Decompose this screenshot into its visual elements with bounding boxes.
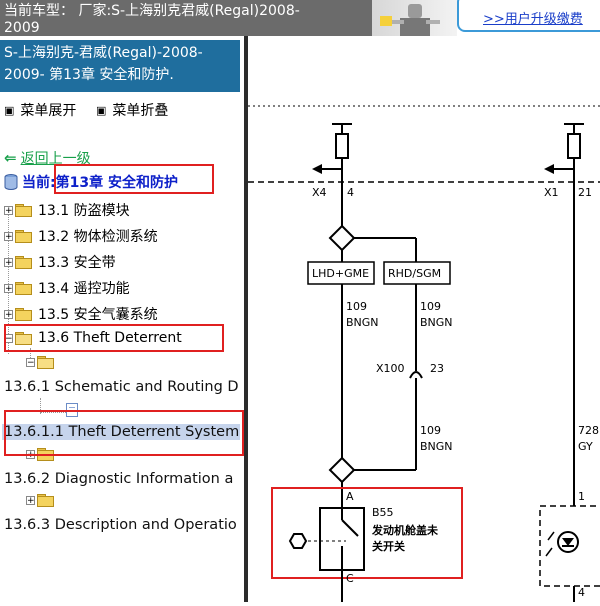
current-chapter: 第13章 安全和防护 xyxy=(55,175,178,191)
tree-item-13-3[interactable]: + 13.3 安全带 xyxy=(4,252,116,272)
panel-splitter[interactable] xyxy=(244,36,248,602)
menu-collapse-icon: ▣ xyxy=(96,103,107,117)
tree-item-label: 13.5 安全气囊系统 xyxy=(38,307,158,323)
pin-c: C xyxy=(346,572,354,585)
connector-x100: X100 xyxy=(376,362,405,375)
connector-x4: X4 xyxy=(312,186,327,199)
chapter-title: S-上海别克-君威(Regal)-2008- 2009- 第13章 安全和防护. xyxy=(0,40,240,92)
tree-item-13-6-2[interactable]: 13.6.2 Diagnostic Information a xyxy=(4,471,234,487)
back-link[interactable]: ⇐ 返回上一级 xyxy=(4,148,91,168)
expand-plus-icon[interactable]: + xyxy=(26,450,35,460)
subtree-folder-row[interactable]: + xyxy=(26,448,60,461)
tree-item-label: 13.3 安全带 xyxy=(38,255,116,271)
open-folder-icon xyxy=(37,356,54,369)
tree-item-13-2[interactable]: + 13.2 物体检测系统 xyxy=(4,226,158,246)
expand-plus-icon[interactable]: + xyxy=(4,205,13,216)
tree-item-13-5[interactable]: + 13.5 安全气囊系统 xyxy=(4,304,158,324)
back-arrow-icon: ⇐ xyxy=(4,149,17,167)
tree-line xyxy=(8,208,9,354)
pin-1: 1 xyxy=(578,490,585,503)
open-folder-icon xyxy=(15,331,32,345)
tree-line xyxy=(40,412,66,413)
tree-item-13-4[interactable]: + 13.4 遥控功能 xyxy=(4,278,130,298)
tree-item-label: 13.6 Theft Deterrent xyxy=(38,330,182,346)
menu-expand-label: 菜单展开 xyxy=(20,103,77,119)
menu-expand-icon: ▣ xyxy=(4,103,15,117)
wiring-schematic: X4 4 X1 21 LHD+GME RHD/SGM 109 BNGN 109 … xyxy=(248,105,600,602)
wire-b-number: 109 xyxy=(420,300,441,313)
wire-c-color: BNGN xyxy=(420,440,453,453)
folder-icon xyxy=(15,281,32,295)
pin-a: A xyxy=(346,490,354,503)
expand-plus-icon[interactable]: + xyxy=(4,257,13,268)
tree-item-13-6[interactable]: − 13.6 Theft Deterrent xyxy=(4,330,182,346)
pin-21: 21 xyxy=(578,186,592,199)
option-rhd: RHD/SGM xyxy=(388,267,441,280)
vehicle-model-header: 当前车型： 厂家:S-上海别克君威(Regal)2008- 2009 xyxy=(0,0,372,36)
chapter-title-line1: S-上海别克-君威(Regal)-2008- xyxy=(4,45,203,61)
document-icon xyxy=(66,402,78,421)
menu-collapse-button[interactable]: ▣ 菜单折叠 xyxy=(96,100,168,120)
wire-a-number: 109 xyxy=(346,300,367,313)
option-lhd: LHD+GME xyxy=(312,267,369,280)
pin-4: 4 xyxy=(347,186,354,199)
subtree-folder-row[interactable]: − xyxy=(26,356,60,369)
vehicle-model-text: 当前车型： 厂家:S-上海别克君威(Regal)2008- xyxy=(4,3,300,19)
component-b55: B55 xyxy=(372,506,394,519)
current-prefix: 当前: xyxy=(22,175,56,191)
expand-plus-icon[interactable]: + xyxy=(4,309,13,320)
tree-item-label: 13.4 遥控功能 xyxy=(38,281,130,297)
subtree-folder-row[interactable]: + xyxy=(26,494,60,507)
menu-collapse-label: 菜单折叠 xyxy=(112,103,169,119)
expand-plus-icon[interactable]: + xyxy=(4,231,13,242)
folder-icon xyxy=(37,494,54,507)
expand-plus-icon[interactable]: + xyxy=(26,496,35,506)
upgrade-banner: >>用户升级缴费 xyxy=(372,0,600,36)
folder-icon xyxy=(15,307,32,321)
component-b55-desc2: 关开关 xyxy=(372,539,405,553)
component-b55-desc1: 发动机舱盖未 xyxy=(371,523,439,537)
tree-item-13-1[interactable]: + 13.1 防盗模块 xyxy=(4,200,130,220)
tree-item-label: 13.1 防盗模块 xyxy=(38,203,130,219)
database-icon xyxy=(4,174,18,190)
collapse-minus-icon[interactable]: − xyxy=(26,358,35,368)
folder-icon xyxy=(37,448,54,461)
tree-item-13-6-3[interactable]: 13.6.3 Description and Operatio xyxy=(4,517,237,533)
current-location: 当前: 第13章 安全和防护 xyxy=(4,172,178,192)
folder-icon xyxy=(15,229,32,243)
left-nav-panel: S-上海别克-君威(Regal)-2008- 2009- 第13章 安全和防护.… xyxy=(0,36,244,602)
expand-plus-icon[interactable]: + xyxy=(4,283,13,294)
collapse-minus-icon[interactable]: − xyxy=(4,333,13,344)
pin-4b: 4 xyxy=(578,586,585,599)
wire-d-number: 728 xyxy=(578,424,599,437)
wire-b-color: BNGN xyxy=(420,316,453,329)
vehicle-model-year: 2009 xyxy=(4,20,40,36)
folder-icon xyxy=(15,255,32,269)
folder-icon xyxy=(15,203,32,217)
chapter-title-line2: 2009- 第13章 安全和防护. xyxy=(4,67,174,83)
upgrade-link[interactable]: >>用户升级缴费 xyxy=(483,12,583,27)
tree-line xyxy=(30,348,31,360)
tree-item-13-6-1[interactable]: 13.6.1 Schematic and Routing D xyxy=(4,379,239,395)
wire-c-number: 109 xyxy=(420,424,441,437)
tree-item-13-6-1-1[interactable]: 13.6.1.1 Theft Deterrent System xyxy=(2,424,240,440)
wiring-diagram: X4 4 X1 21 LHD+GME RHD/SGM 109 BNGN 109 … xyxy=(248,36,600,602)
wire-a-color: BNGN xyxy=(346,316,379,329)
back-label: 返回上一级 xyxy=(20,151,91,167)
connector-x1: X1 xyxy=(544,186,559,199)
upgrade-box xyxy=(457,0,600,32)
wire-d-color: GY xyxy=(578,440,593,453)
tree-line xyxy=(40,398,41,414)
tree-item-label: 13.2 物体检测系统 xyxy=(38,229,158,245)
pin-23: 23 xyxy=(430,362,444,375)
mechanic-figure-icon xyxy=(380,4,440,36)
menu-expand-button[interactable]: ▣ 菜单展开 xyxy=(4,100,76,120)
